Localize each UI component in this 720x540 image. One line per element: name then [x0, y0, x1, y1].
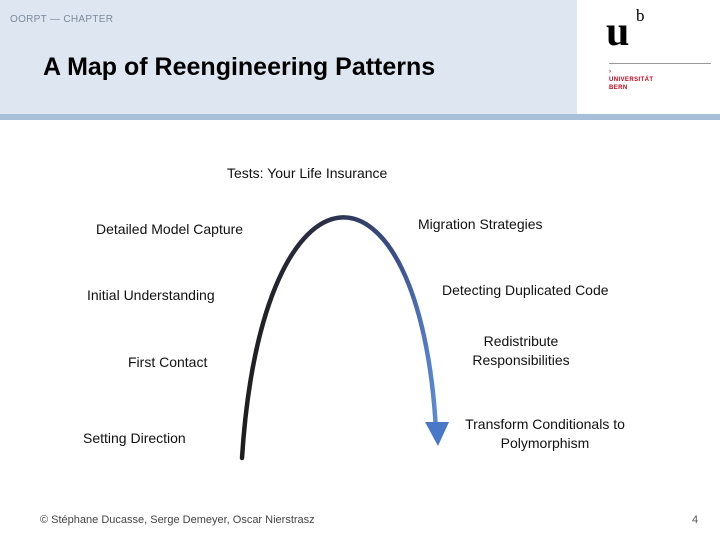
right-label-redistribute-responsibilities: Redistribute Responsibilities	[472, 333, 570, 368]
left-label-setting-direction: Setting Direction	[83, 430, 186, 446]
reengineering-arc	[239, 215, 439, 461]
header-divider	[0, 114, 720, 120]
title-banner: OORPT — CHAPTER A Map of Reengineering P…	[0, 0, 577, 114]
logo-wordmark: › UNIVERSITÄT BERN	[609, 68, 653, 92]
page-number: 4	[692, 514, 699, 526]
right-label-transform-conditionals: Transform Conditionals to Polymorphism	[465, 416, 625, 451]
logo-arrow-mark: ›	[609, 69, 612, 75]
right-label-migration-strategies: Migration Strategies	[418, 216, 543, 232]
left-label-first-contact: First Contact	[128, 354, 208, 370]
copyright-footer: © Stéphane Ducasse, Serge Demeyer, Oscar…	[40, 514, 315, 526]
logo-line-1: UNIVERSITÄT	[609, 77, 654, 83]
arrowhead	[425, 422, 449, 446]
left-label-initial-understanding: Initial Understanding	[87, 287, 215, 303]
right-label-detecting-duplicated-code: Detecting Duplicated Code	[442, 282, 609, 298]
logo-b-glyph: b	[636, 6, 645, 25]
university-logo: u b › UNIVERSITÄT BERN	[606, 6, 711, 94]
breadcrumb: OORPT — CHAPTER	[10, 14, 114, 25]
diagram-top-label: Tests: Your Life Insurance	[227, 165, 388, 181]
logo-divider	[609, 63, 711, 64]
page-title: A Map of Reengineering Patterns	[43, 53, 436, 81]
logo-u-glyph: u	[606, 9, 630, 55]
left-label-detailed-model-capture: Detailed Model Capture	[96, 221, 244, 237]
logo-panel	[577, 0, 720, 114]
logo-line-2: BERN	[609, 85, 628, 91]
